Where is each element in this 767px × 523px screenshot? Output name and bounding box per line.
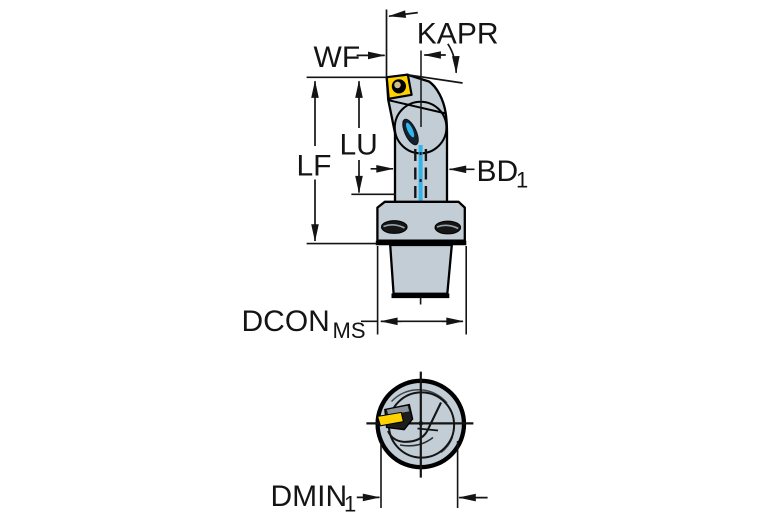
insert-screw-hole-highlight [394, 81, 401, 89]
flange-slot-left [381, 220, 408, 234]
head-facet-line [388, 99, 446, 115]
cutting-insert-end-view [376, 411, 405, 427]
center-dot [418, 421, 424, 426]
kapr-top-arrow [388, 10, 418, 18]
side-view: KAPR WF LF LU BD 1 DCON MS [242, 9, 528, 343]
label-bd: BD [477, 155, 519, 188]
label-dcon: DCON [242, 305, 330, 338]
flange-slot-right [434, 220, 462, 235]
coolant-slot-blue [405, 122, 415, 138]
coolant-slot [402, 118, 419, 146]
cutting-edge-extension [407, 73, 463, 84]
pocket-curve [387, 430, 428, 443]
label-dmin-subscript: 1 [344, 492, 356, 517]
shank [389, 243, 453, 295]
end-view: DMIN 1 [271, 371, 488, 517]
kapr-angle-arc [447, 43, 460, 74]
pocket-lip-line [417, 427, 439, 432]
end-view-sketch-arc-top [390, 388, 448, 404]
label-dmin: DMIN [271, 480, 348, 513]
label-kapr: KAPR [417, 18, 499, 51]
pocket-slant-line [425, 402, 442, 433]
insert-clamp-highlight [386, 405, 410, 415]
label-dcon-subscript: MS [333, 318, 366, 343]
label-wf: WF [314, 41, 361, 74]
end-view-sketch-arc-lower [440, 436, 454, 454]
label-bd-subscript: 1 [516, 168, 528, 193]
pocket-inner-curve [399, 436, 434, 447]
label-lf: LF [297, 150, 332, 183]
label-lu: LU [340, 129, 378, 162]
end-view-insert-assembly [376, 403, 414, 431]
